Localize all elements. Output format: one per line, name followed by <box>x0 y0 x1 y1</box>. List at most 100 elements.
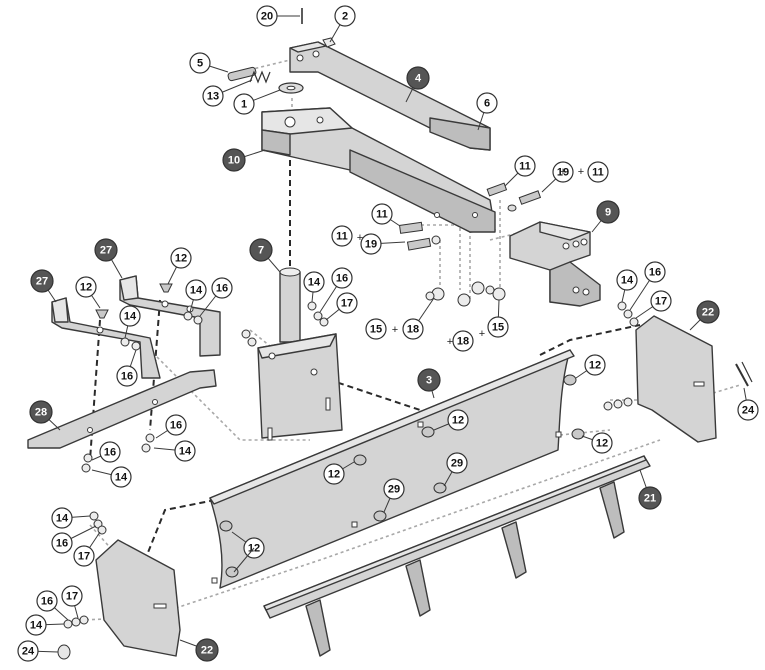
callout-circle <box>371 203 393 225</box>
callout-11: 11 <box>331 225 353 247</box>
nut-11-small <box>431 235 441 245</box>
callout-label: 14 <box>179 446 192 458</box>
callout-label: 7 <box>258 245 264 257</box>
callout-17: 17 <box>61 585 83 607</box>
callout-label: 14 <box>56 513 69 525</box>
callout-label: 16 <box>41 596 53 608</box>
callout-circle <box>402 318 424 340</box>
nuts-skid <box>81 433 155 473</box>
callout-14: 14 <box>119 305 141 327</box>
callout-circle <box>94 238 118 262</box>
callout-label: 3 <box>426 375 432 387</box>
callout-circle <box>417 368 441 392</box>
callout-label: 11 <box>592 167 604 179</box>
callout-label: 17 <box>341 298 353 310</box>
callout-circle <box>256 5 278 27</box>
callout-circle <box>650 290 672 312</box>
callout-label: 14 <box>190 285 203 297</box>
callout-16: 16 <box>99 441 121 463</box>
callout-circle <box>185 279 207 301</box>
callout-14: 14 <box>25 614 47 636</box>
callout-circle <box>165 414 187 436</box>
callout-12: 12 <box>591 432 613 454</box>
callout-circle <box>644 261 666 283</box>
callout-circle <box>51 507 73 529</box>
callout-label: 16 <box>649 267 661 279</box>
end-plate-22-right <box>635 315 717 443</box>
callout-circle <box>99 441 121 463</box>
callout-label: 18 <box>407 324 419 336</box>
callout-11: 11 <box>514 155 536 177</box>
callout-17: 17 <box>336 292 358 314</box>
callout-label: 27 <box>36 276 48 288</box>
callout-circle <box>514 155 536 177</box>
callout-circle <box>334 5 356 27</box>
callout-label: 12 <box>175 253 187 265</box>
callout-label: 14 <box>621 275 634 287</box>
callout-label: 14 <box>30 620 43 632</box>
callout-12: 12 <box>170 247 192 269</box>
callout-circle <box>249 238 273 262</box>
callout-label: 18 <box>457 336 469 348</box>
callout-label: 16 <box>121 371 133 383</box>
callout-24: 24 <box>17 640 39 662</box>
callout-27: 27 <box>94 238 118 262</box>
callout-circle <box>303 271 325 293</box>
end-plate-22-left <box>95 539 181 657</box>
callout-circle <box>195 638 219 662</box>
callout-circle <box>116 365 138 387</box>
plus-sign: + <box>560 166 566 178</box>
callout-circle <box>61 585 83 607</box>
callout-12: 12 <box>447 409 469 431</box>
callout-circle <box>591 432 613 454</box>
callout-13: 13 <box>202 85 224 107</box>
callout-circle <box>30 269 54 293</box>
callout-circle <box>202 85 224 107</box>
callout-circle <box>75 276 97 298</box>
callout-label: 6 <box>484 98 490 110</box>
callout-label: 12 <box>452 415 464 427</box>
skid-part-28 <box>27 369 217 449</box>
callout-label: 29 <box>388 484 400 496</box>
callout-24: 24 <box>737 399 759 421</box>
callout-1: 1 <box>233 93 255 115</box>
callout-circle <box>638 486 662 510</box>
callout-label: 24 <box>22 646 35 658</box>
callout-label: 17 <box>66 591 78 603</box>
callout-label: 29 <box>451 458 463 470</box>
bolt-11-right-1 <box>486 182 508 197</box>
callout-29: 29 <box>446 452 468 474</box>
callout-circle <box>331 225 353 247</box>
nuts-15-18 <box>425 281 506 307</box>
callout-5: 5 <box>189 52 211 74</box>
callout-label: 2 <box>342 11 348 23</box>
callout-14: 14 <box>174 440 196 462</box>
bolts-blade <box>219 374 585 578</box>
callout-label: 16 <box>336 273 348 285</box>
bolt-11-left <box>398 221 424 234</box>
callout-circle <box>336 292 358 314</box>
callout-circle <box>383 478 405 500</box>
callout-label: 13 <box>207 91 219 103</box>
callout-16: 16 <box>211 277 233 299</box>
callout-label: 12 <box>589 360 601 372</box>
callout-label: 21 <box>644 493 656 505</box>
callout-circle <box>446 452 468 474</box>
callout-12: 12 <box>323 463 345 485</box>
pin-24-left <box>57 644 71 660</box>
callout-20: 20 <box>256 5 278 27</box>
callout-label: 1 <box>241 99 247 111</box>
callout-15: 15 <box>365 318 387 340</box>
callout-label: 4 <box>415 73 422 85</box>
callout-label: 11 <box>336 231 348 243</box>
callout-label: 16 <box>104 447 116 459</box>
callout-6: 6 <box>476 92 498 114</box>
callout-circle <box>452 330 474 352</box>
callout-16: 16 <box>165 414 187 436</box>
callout-circle <box>233 93 255 115</box>
callout-14: 14 <box>303 271 325 293</box>
callout-2: 2 <box>334 5 356 27</box>
callout-label: 22 <box>201 645 213 657</box>
callout-circle <box>406 66 430 90</box>
